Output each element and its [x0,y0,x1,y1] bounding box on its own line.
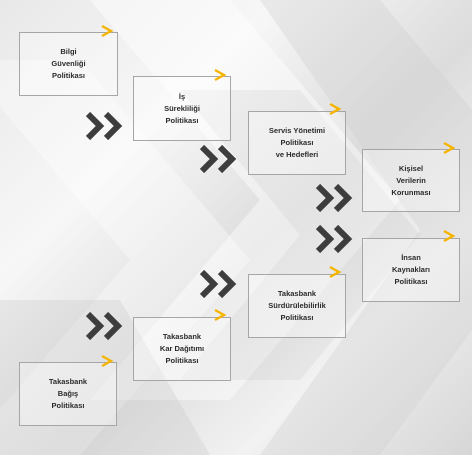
corner-accent-icon [442,229,456,243]
corner-accent-icon [100,24,114,38]
box-servis-yonetimi: Servis Yönetimi Politikası ve Hedefleri [248,111,346,175]
double-chevron-icon [86,112,126,140]
corner-accent-icon [213,308,227,322]
box-bilgi-guvenligi: Bilgi Güvenliği Politikası [19,32,118,96]
double-chevron-icon [200,270,240,298]
box-kisisel-veriler: Kişisel Verilerin Korunması [362,149,460,212]
box-label: İnsan Kaynakları Politikası [392,253,430,286]
box-label: Takasbank Kar Dağıtımı Politikası [159,332,205,365]
corner-accent-icon [100,354,114,368]
corner-accent-icon [328,102,342,116]
double-chevron-icon [200,145,240,173]
double-chevron-icon [86,312,126,340]
double-chevron-icon [316,225,356,253]
box-label: Servis Yönetimi Politikası ve Hedefleri [268,126,326,159]
box-bagis: Takasbank Bağış Politikası [19,362,117,426]
box-label: Takasbank Sürdürülebilirlik Politikası [268,289,326,322]
box-kar-dagitimi: Takasbank Kar Dağıtımı Politikası [133,317,231,381]
box-label: Bilgi Güvenliği Politikası [51,47,86,80]
box-label: Takasbank Bağış Politikası [48,377,88,410]
box-is-surekliligi: İş Sürekliliği Politikası [133,76,231,141]
box-surdurulebilirlik: Takasbank Sürdürülebilirlik Politikası [248,274,346,338]
corner-accent-icon [328,265,342,279]
corner-accent-icon [213,68,227,82]
corner-accent-icon [442,141,456,155]
box-insan-kaynaklari: İnsan Kaynakları Politikası [362,238,460,302]
box-label: İş Sürekliliği Politikası [164,91,200,125]
double-chevron-icon [316,184,356,212]
box-label: Kişisel Verilerin Korunması [391,163,431,197]
